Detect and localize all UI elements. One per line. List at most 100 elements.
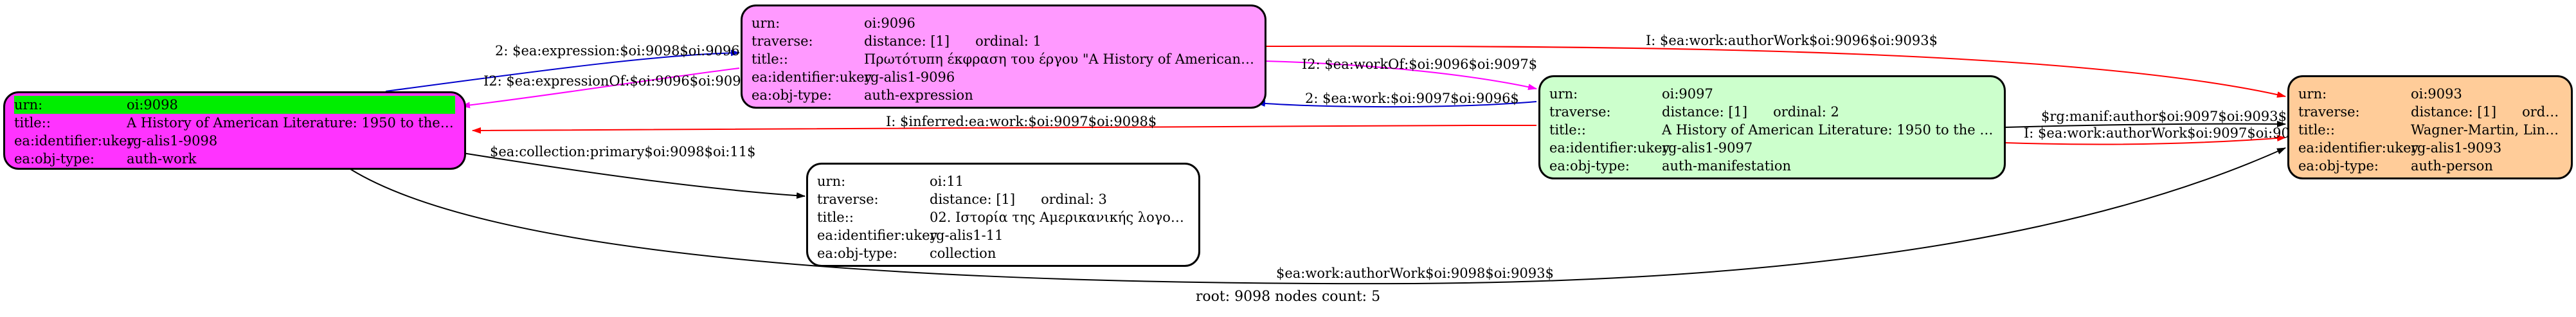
node-row: ea:obj-type: auth-manifestation (1549, 157, 1995, 175)
traverse-distance: distance: [1] (930, 192, 1016, 207)
row-value: rg-alis1-9093 (2411, 140, 2502, 156)
row-value: oi:11 (930, 174, 964, 189)
edge-work-label: 2: $ea:work:$oi:9097$oi:9096$ (1305, 91, 1519, 106)
row-value: 02. Ιστορία της Αμερικανικής λογοτεχνίας (930, 210, 1189, 225)
row-key: ea:identifier:ukey (817, 228, 938, 243)
row-key: ea:identifier:ukey (752, 69, 872, 85)
row-key: traverse: (1549, 104, 1611, 120)
edge-expression-label: 2: $ea:expression:$oi:9098$oi:9096$ (495, 43, 748, 59)
row-value: rg-alis1-9097 (1662, 140, 1753, 156)
edge-expression-of-line (461, 68, 740, 109)
row-value: oi:9093 (2411, 86, 2462, 102)
row-key: ea:obj-type: (1549, 158, 1630, 174)
node-11[interactable]: urn: oi:11 traverse: distance: [1] ordinal:… (806, 163, 1200, 267)
row-value: auth-work (127, 151, 197, 167)
row-value: A History of American Literature: 1950 t… (127, 115, 455, 131)
traverse-distance: distance: [1] (2411, 104, 2497, 120)
row-value: distance: [1] ordinal: 4 (2411, 103, 2562, 121)
row-value: Wagner-Martin, Linda (2411, 122, 2562, 138)
node-row: ea:obj-type: auth-person (2298, 157, 2562, 175)
node-9096[interactable]: urn: oi:9096 traverse: distance: [1] ordina… (741, 5, 1266, 109)
row-key: urn: (817, 174, 846, 189)
node-row: title::A History of American Literature:… (1549, 121, 1995, 139)
row-value: rg-alis1-9096 (864, 69, 955, 85)
row-key: ea:identifier:ukey (14, 133, 135, 149)
row-value: auth-person (2411, 158, 2493, 174)
traverse-distance: distance: [1] (1662, 104, 1748, 120)
row-key: ea:obj-type: (752, 87, 832, 103)
node-row: traverse: distance: [1] ordinal: 4 (2298, 103, 2562, 121)
row-value: oi:9096 (864, 15, 915, 31)
traverse-ordinal: ordinal: 4 (2522, 104, 2562, 120)
row-key: urn: (14, 96, 127, 114)
row-key: urn: (752, 15, 780, 31)
node-9098[interactable]: urn:oi:9098 title::A History of American… (3, 91, 466, 170)
edge-9096-9093-line (1265, 45, 2286, 98)
traverse-ordinal: ordinal: 3 (1041, 192, 1107, 207)
edge-collection-label: $ea:collection:primary$oi:9098$oi:11$ (490, 144, 755, 159)
node-row: title::Wagner-Martin, Linda (2298, 121, 2562, 139)
edge-expression-line (385, 50, 740, 92)
row-value: Πρωτότυπη έκφραση του έργου "A History o… (864, 51, 1256, 67)
row-key: title:: (1549, 122, 1586, 138)
row-value: oi:9097 (1662, 86, 1713, 102)
row-value: distance: [1] ordinal: 2 (1662, 103, 1995, 121)
node-row: ea:obj-type: auth-expression (752, 86, 1256, 104)
edge-9096-9093-label: I: $ea:work:authorWork$oi:9096$oi:9093$ (1646, 33, 1938, 48)
row-key: ea:identifier:ukey (2298, 140, 2419, 156)
row-value: collection (930, 246, 996, 261)
row-value: A History of American Literature: 1950 t… (1662, 122, 1995, 138)
edge-9098-9093-line (350, 147, 2286, 285)
edge-work-of-line (1265, 60, 1537, 91)
edge-inferred-work-label: I: $inferred:ea:work:$oi:9097$oi:9098$ (886, 114, 1157, 129)
node-row: title::Πρωτότυπη έκφραση του έργου "A Hi… (752, 50, 1256, 68)
row-key: traverse: (752, 33, 813, 49)
row-key: traverse: (817, 192, 879, 207)
row-value: distance: [1] ordinal: 1 (864, 32, 1256, 50)
node-row: urn:oi:9098 (14, 96, 455, 114)
row-key: traverse: (2298, 104, 2360, 120)
traverse-ordinal: ordinal: 2 (1773, 104, 1839, 120)
row-value: auth-manifestation (1662, 158, 1792, 174)
row-value: oi:9098 (127, 96, 455, 114)
node-row: traverse: distance: [1] ordinal: 3 (817, 190, 1189, 208)
node-row: title::A History of American Literature:… (14, 114, 455, 132)
row-value: auth-expression (864, 87, 973, 103)
row-key: ea:obj-type: (817, 246, 897, 261)
row-key: ea:identifier:ukey (1549, 140, 1670, 156)
edge-9098-9093-label: $ea:work:authorWork$oi:9098$oi:9093$ (1276, 266, 1554, 281)
node-row: urn: oi:11 (817, 172, 1189, 190)
edge-manif-author-line (2004, 120, 2286, 128)
edge-manif-author-label: $rg:manif:author$oi:9097$oi:9093$ (2041, 109, 2287, 124)
row-key: title:: (752, 51, 788, 67)
traverse-ordinal: ordinal: 1 (975, 33, 1041, 49)
edge-collection-line (462, 152, 806, 199)
node-9093[interactable]: urn:oi:9093 traverse: distance: [1] ordina… (2287, 75, 2573, 179)
edge-9097-9093-label: I: $ea:work:authorWork$oi:9097$oi:9093$ (2024, 125, 2316, 141)
node-row: urn:oi:9093 (2298, 85, 2562, 103)
traverse-distance: distance: [1] (864, 33, 950, 49)
root-caption: root: 9098 nodes count: 5 (1195, 289, 1381, 305)
row-value: rg-alis1-9098 (127, 133, 218, 149)
row-key: title:: (14, 115, 51, 131)
row-value: rg-alis1-11 (930, 228, 1004, 243)
node-row: ea:obj-type: collection (817, 244, 1189, 262)
node-row: traverse: distance: [1] ordinal: 1 (752, 32, 1256, 50)
node-row: urn: oi:9097 (1549, 85, 1995, 103)
node-9097[interactable]: urn: oi:9097 traverse: distance: [1] ordina… (1538, 75, 2006, 179)
row-key: ea:obj-type: (14, 151, 95, 167)
node-row: traverse: distance: [1] ordinal: 2 (1549, 103, 1995, 121)
edge-9097-9093-line (2004, 135, 2286, 145)
node-row: urn: oi:9096 (752, 14, 1256, 32)
edge-work-line (1256, 100, 1537, 108)
row-value: distance: [1] ordinal: 3 (930, 190, 1189, 208)
row-key: title:: (2298, 122, 2335, 138)
row-key: ea:obj-type: (2298, 158, 2379, 174)
row-key: urn: (1549, 86, 1578, 102)
